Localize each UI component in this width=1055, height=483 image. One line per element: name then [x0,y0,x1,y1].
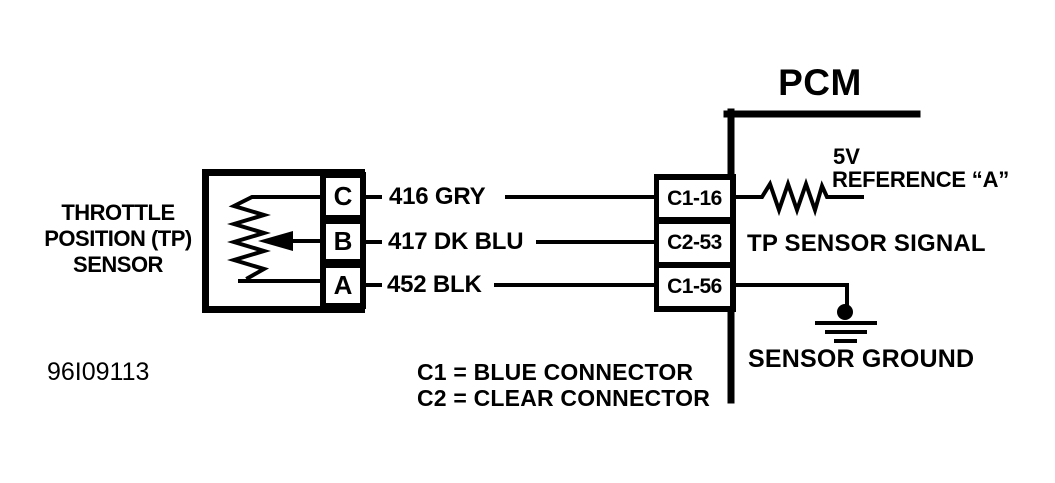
diagram-id-code: 96I09113 [47,358,150,386]
sensor-pin-c: C [320,172,366,221]
pin-label: B [333,226,353,256]
legend-c2: C2 = CLEAR CONNECTOR [417,385,711,411]
reference-resistor-icon [734,177,864,217]
reference-label-line2: REFERENCE “A” [832,167,1010,192]
terminal-c2-53: C2-53 [659,224,730,262]
wiper-arrow-icon [258,231,324,251]
sensor-name-line: SENSOR [73,252,163,277]
pcm-title: PCM [778,62,862,103]
pin-label: A [333,270,353,300]
terminal-c1-56: C1-56 [659,268,730,306]
wire-label-417-dkblu: 417 DK BLU [388,228,524,255]
potentiometer-resistor-icon [227,195,324,283]
wire-label-452-blk: 452 BLK [387,271,482,298]
reference-label-line1: 5V [833,144,860,169]
sensor-pin-b: B [320,218,366,265]
wire-label-416-gry: 416 GRY [389,183,486,210]
sensor-name-line: POSITION (TP) [44,226,192,251]
ground-icon [734,283,877,343]
sensor-pin-a: A [320,262,366,309]
terminal-c1-16: C1-16 [659,180,730,217]
pcm-connector-block: C1-16 C2-53 C1-56 [654,174,736,312]
tp-sensor-signal-label: TP SENSOR SIGNAL [747,230,986,257]
legend-c1: C1 = BLUE CONNECTOR [417,359,694,385]
sensor-ground-label: SENSOR GROUND [748,345,975,373]
sensor-name-line: THROTTLE [61,200,175,225]
sensor-name: THROTTLE POSITION (TP) SENSOR [25,200,211,278]
pin-label: C [333,181,353,211]
